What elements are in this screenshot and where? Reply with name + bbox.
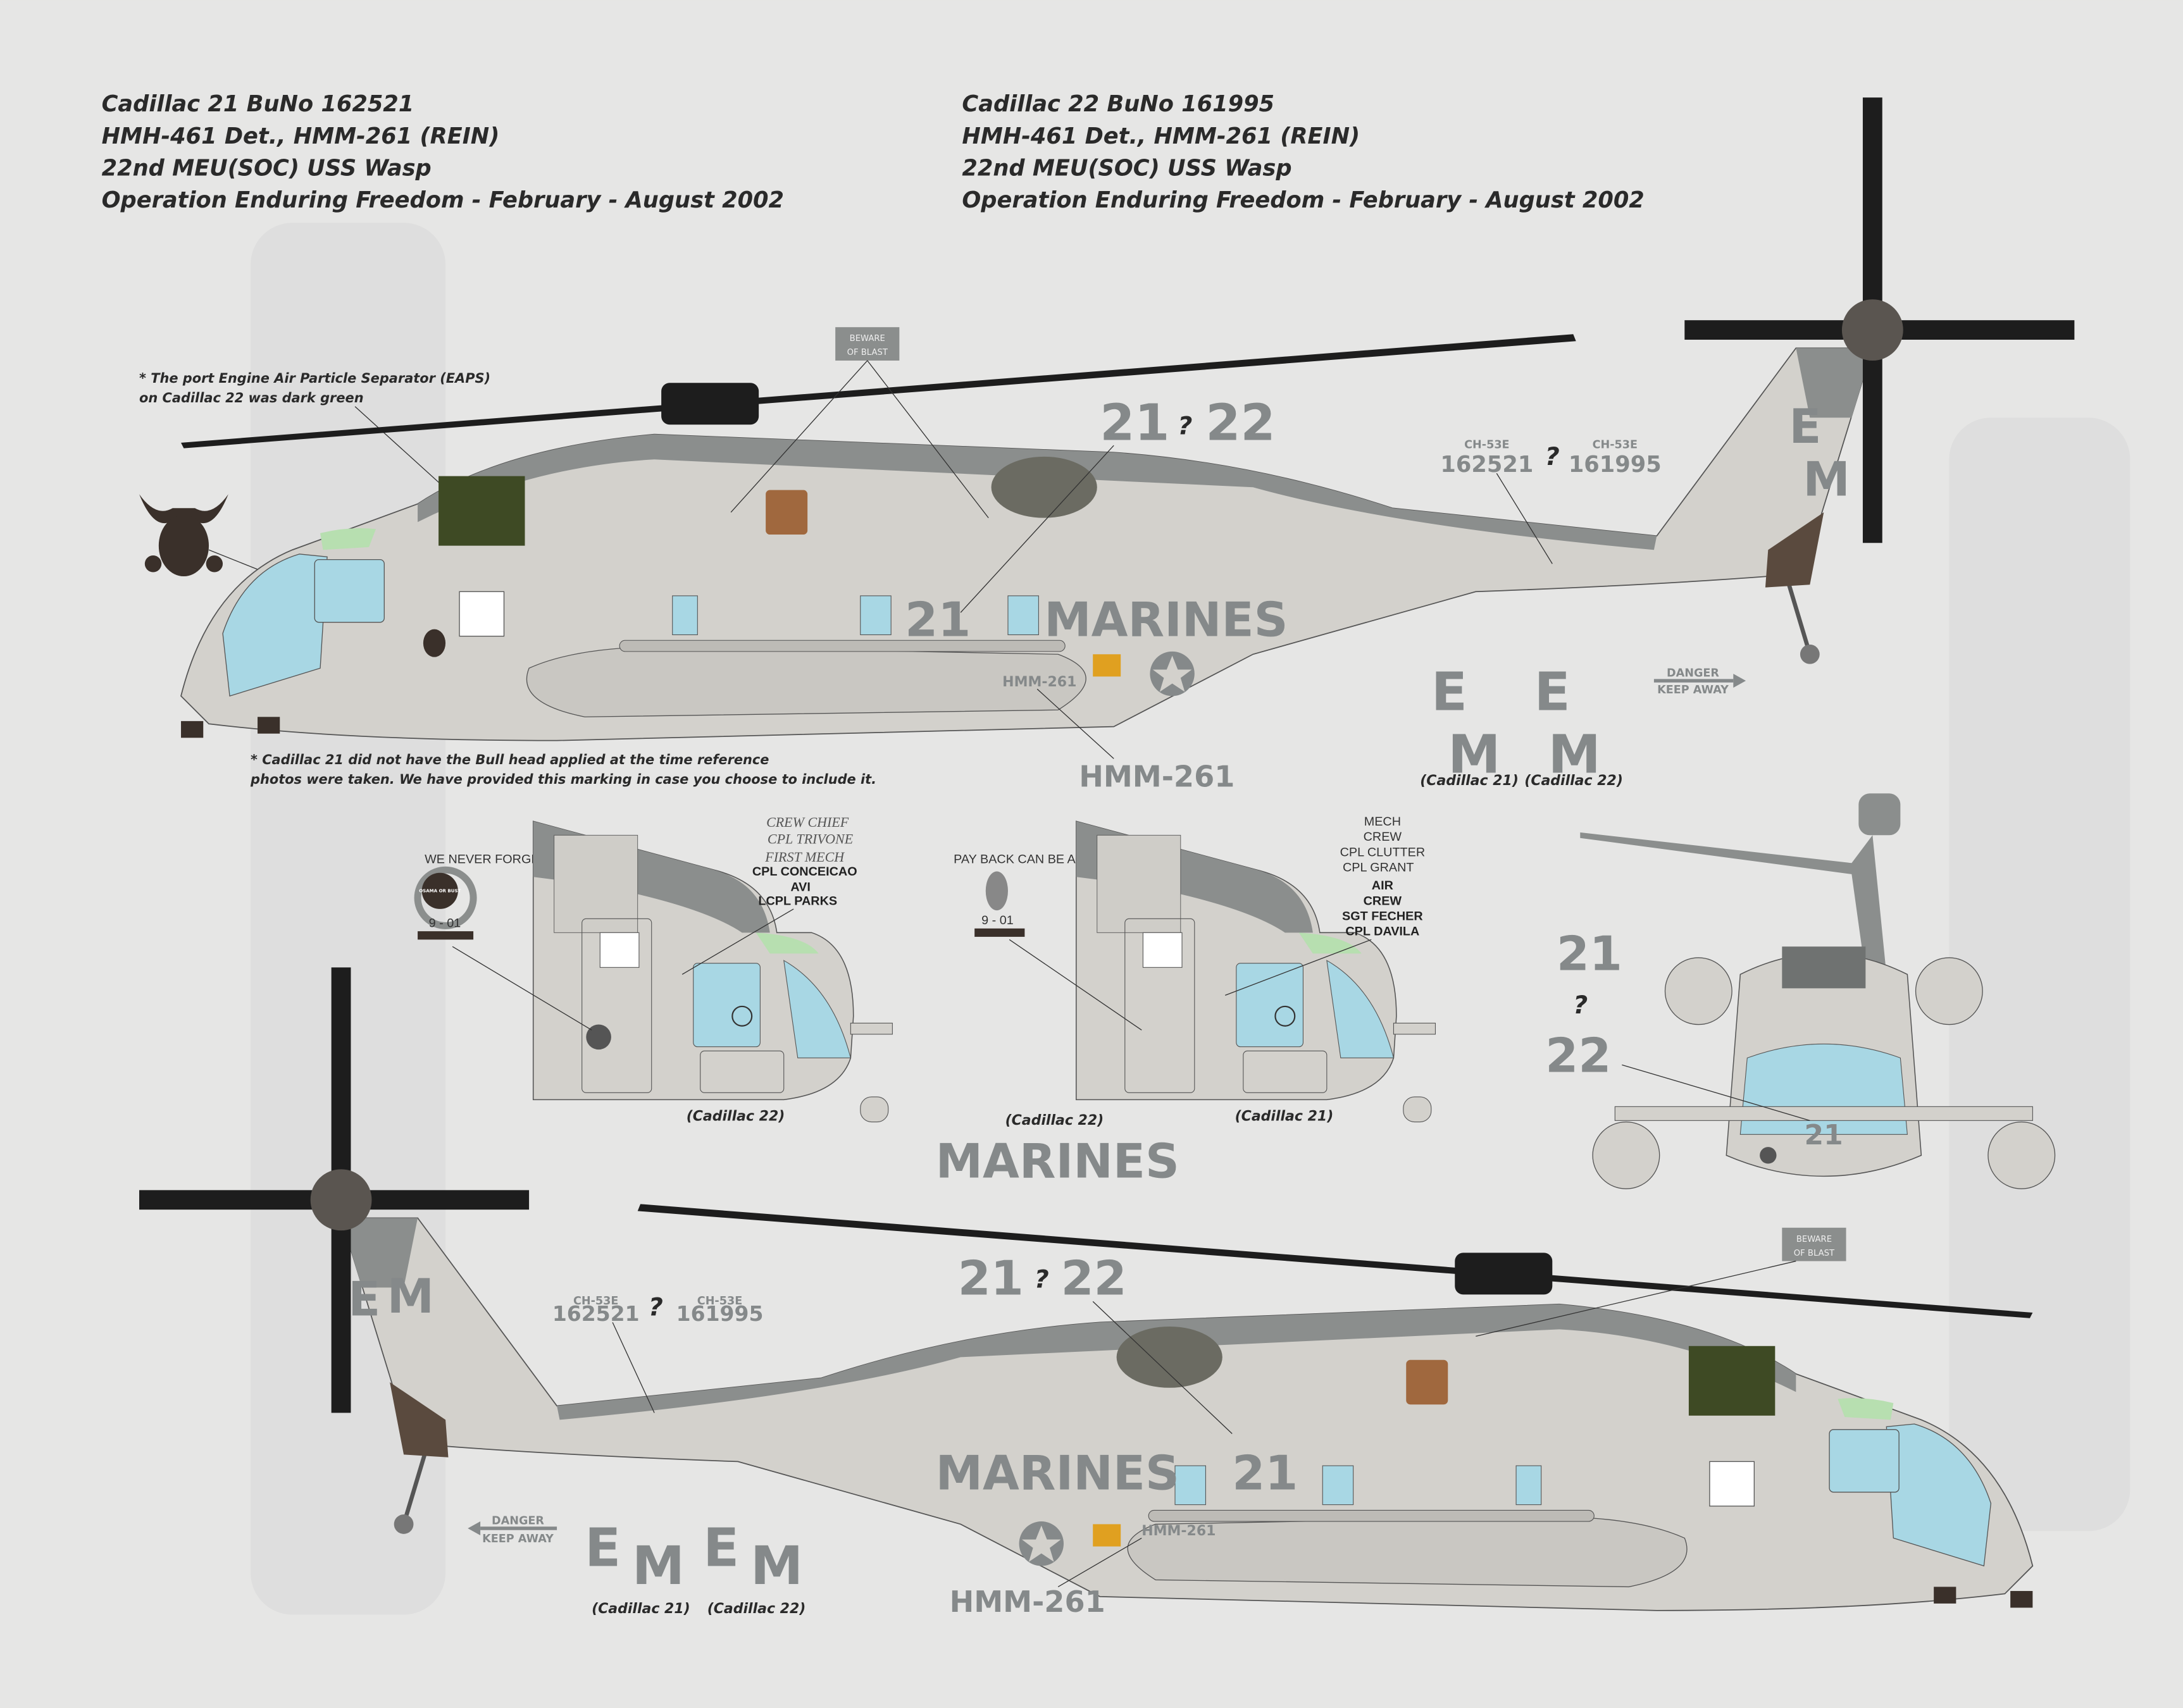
date-text: 9 - 01 [981,913,1014,927]
question-mark: ? [649,1292,663,1321]
fuselage-modex: 21 [905,593,971,648]
tail-code-e-large: E [1534,660,1570,722]
modex-21: 21 [1557,927,1622,982]
header-line: Operation Enduring Freedom - February - … [102,187,784,213]
tail-code-m-large: M [1548,723,1601,785]
crew-name: CPL CONCEICAO [752,865,857,879]
crew-name: LCPL PARKS [758,894,837,908]
buno-22: 161995 [1569,452,1662,478]
crew-title: CREW [1364,830,1402,844]
fuselage-squadron: HMM-261 [1002,674,1076,690]
crew-title: AIR [1372,879,1393,893]
beware-text: BEWARE [1796,1235,1832,1244]
header-line: 22nd MEU(SOC) USS Wasp [102,155,432,181]
beware-text: BEWARE [850,334,885,343]
bull-head-emblem [139,494,228,577]
buno-21: 162521 [1440,452,1533,478]
type-label: CH-53E [1464,439,1509,452]
fuselage-marines: MARINES [1044,593,1288,648]
type-label: CH-53E [573,1295,618,1308]
motto-text: WE NEVER FORGET [425,852,547,866]
crew-title: CREW CHIEF [766,814,849,830]
fuselage-squadron: HMM-261 [1141,1523,1216,1539]
caption-cadillac-21: (Cadillac 21) [1420,773,1519,789]
header-line: 22nd MEU(SOC) USS Wasp [962,155,1291,181]
modex-22: 22 [1545,1028,1611,1083]
header-line: HMH-461 Det., HMM-261 (REIN) [962,123,1360,149]
caption-cadillac-22: (Cadillac 22) [687,1108,785,1124]
tail-code-e-large: E [585,1516,621,1578]
crew-names-cadillac-22: CREW CHIEF CPL TRIVONE FIRST MECH CPL CO… [752,814,857,908]
squadron-decal-large: HMM-261 [1079,759,1235,793]
crew-name: CPL DAVILA [1345,925,1419,939]
modex-22: 22 [1205,393,1275,452]
crew-name: CPL GRANT [1343,861,1414,875]
caption-cadillac-22: (Cadillac 22) [1005,1113,1104,1129]
squadron-decal-large: HMM-261 [950,1585,1105,1619]
tail-code-m-large: M [632,1535,685,1597]
beware-of-blast-decal: BEWARE OF BLAST [835,327,900,361]
buno-21: 162521 [552,1301,640,1326]
question-mark: ? [1545,442,1560,471]
header-line: Cadillac 22 BuNo 161995 [962,91,1274,117]
crew-names-cadillac-21: MECH CREW CPL CLUTTER CPL GRANT AIR CREW… [1340,815,1426,939]
caption-cadillac-22: (Cadillac 22) [707,1601,806,1617]
marines-decal-large: MARINES [936,1134,1179,1189]
modex-21: 21 [958,1251,1024,1306]
eaps-note: * The port Engine Air Particle Separator… [139,371,490,386]
keep-away-text: KEEP AWAY [1657,684,1729,696]
caption-cadillac-22: (Cadillac 22) [1524,773,1623,789]
buno-22: 161995 [676,1301,764,1326]
caption-cadillac-21: (Cadillac 21) [592,1601,690,1617]
tail-code-m-large: M [1448,723,1500,785]
crew-title: FIRST MECH [764,849,845,865]
front-modex: 21 [1805,1119,1843,1151]
question-mark: ? [1573,991,1588,1020]
bull-head-small [423,629,446,657]
danger-keep-away-decal: DANGER KEEP AWAY [468,1514,557,1545]
tail-code-e: E [1789,399,1821,454]
question-mark: ? [1035,1265,1049,1294]
crew-title: MECH [1364,815,1401,829]
danger-keep-away-decal: DANGER KEEP AWAY [1653,667,1746,696]
keep-away-text: KEEP AWAY [482,1533,554,1545]
modex-21: 21 [1100,393,1169,452]
tail-code-e-large: E [703,1516,739,1578]
tail-code-m: M [1803,452,1850,507]
header-line: Operation Enduring Freedom - February - … [962,187,1644,213]
danger-text: DANGER [1667,667,1719,679]
type-label: CH-53E [1593,439,1638,452]
crew-name: CPL CLUTTER [1340,845,1426,859]
header-line: HMH-461 Det., HMM-261 (REIN) [102,123,500,149]
type-label: CH-53E [697,1295,742,1308]
beware-text: OF BLAST [847,348,888,357]
nose-art-we-never-forget: OSAMA OR BUST WE NEVER FORGET 9 - 01 [414,852,547,940]
date-text: 9 - 01 [429,917,461,931]
tail-code-e: E [348,1272,380,1327]
helicopter-front-view [1580,793,2056,1189]
question-mark: ? [1178,412,1192,441]
bull-note: photos were taken. We have provided this… [250,772,876,787]
beware-of-blast-decal: BEWARE OF BLAST [1782,1227,1846,1261]
header-line: Cadillac 21 BuNo 162521 [102,91,414,117]
header-cadillac-21: Cadillac 21 BuNo 162521 HMH-461 Det., HM… [102,91,784,213]
bull-note: * Cadillac 21 did not have the Bull head… [251,752,769,767]
fuselage-marines: MARINES [936,1445,1179,1501]
tail-code-e-large: E [1431,660,1467,722]
crew-name: CPL TRIVONE [768,831,854,846]
crew-title: CREW [1364,894,1402,908]
tail-code-m-large: M [750,1535,803,1597]
modex-22: 22 [1061,1251,1127,1306]
bomb-text: OSAMA OR BUST [419,888,461,894]
tail-code-m: M [387,1269,434,1324]
eaps-note: on Cadillac 22 was dark green [139,390,364,405]
fuselage-modex: 21 [1232,1445,1298,1501]
crew-title: AVI [790,880,811,894]
header-cadillac-22: Cadillac 22 BuNo 161995 HMH-461 Det., HM… [962,91,1644,213]
crew-name: SGT FECHER [1342,910,1423,924]
caption-cadillac-21: (Cadillac 21) [1235,1108,1334,1124]
danger-text: DANGER [492,1514,544,1527]
beware-text: OF BLAST [1794,1249,1835,1258]
